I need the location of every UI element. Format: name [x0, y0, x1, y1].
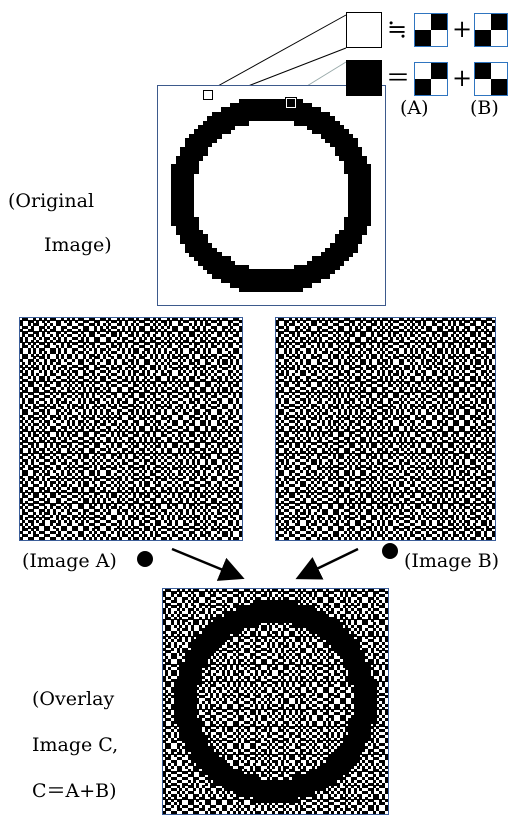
original-label-line2: Image): [44, 234, 112, 256]
overlay-image-c: [162, 588, 389, 815]
original-image-canvas: [158, 86, 385, 305]
image-b-label: (Image B): [404, 550, 500, 572]
legend-label-a: (A): [400, 97, 429, 119]
share-b-white-pattern: [474, 13, 508, 47]
plus-sign-bottom: +: [452, 64, 473, 92]
arrow-a-to-c: [171, 547, 245, 581]
share-image-a: [19, 317, 243, 541]
plus-sign-top: +: [452, 15, 473, 43]
white-pixel-swatch: [346, 12, 382, 48]
image-a-label: (Image A): [22, 550, 117, 572]
approx-equal-sign: ≒: [387, 15, 408, 43]
share-a-black-pattern: [414, 62, 448, 96]
image-a-dot: [137, 551, 153, 567]
equal-sign: ＝: [386, 64, 410, 92]
original-label-line1: (Original: [8, 190, 95, 212]
zoom-line-white-top: [206, 14, 347, 93]
zoom-box-black: [285, 97, 297, 109]
zoom-box-white: [203, 90, 213, 100]
overlay-label-line1: (Overlay: [32, 688, 115, 710]
overlay-image-c-canvas: [163, 589, 388, 814]
original-image: [157, 85, 386, 306]
share-image-b: [275, 317, 496, 541]
legend-label-b: (B): [470, 97, 499, 119]
arrow-b-to-c: [295, 547, 359, 580]
overlay-label-line3: C＝A+B): [32, 780, 117, 802]
image-b-dot: [382, 543, 398, 559]
share-a-white-pattern: [414, 13, 448, 47]
share-image-b-canvas: [276, 318, 495, 540]
black-pixel-swatch: [346, 60, 382, 96]
overlay-label-line2: Image C,: [32, 734, 119, 756]
share-b-black-pattern: [474, 62, 508, 96]
share-image-a-canvas: [20, 318, 242, 540]
